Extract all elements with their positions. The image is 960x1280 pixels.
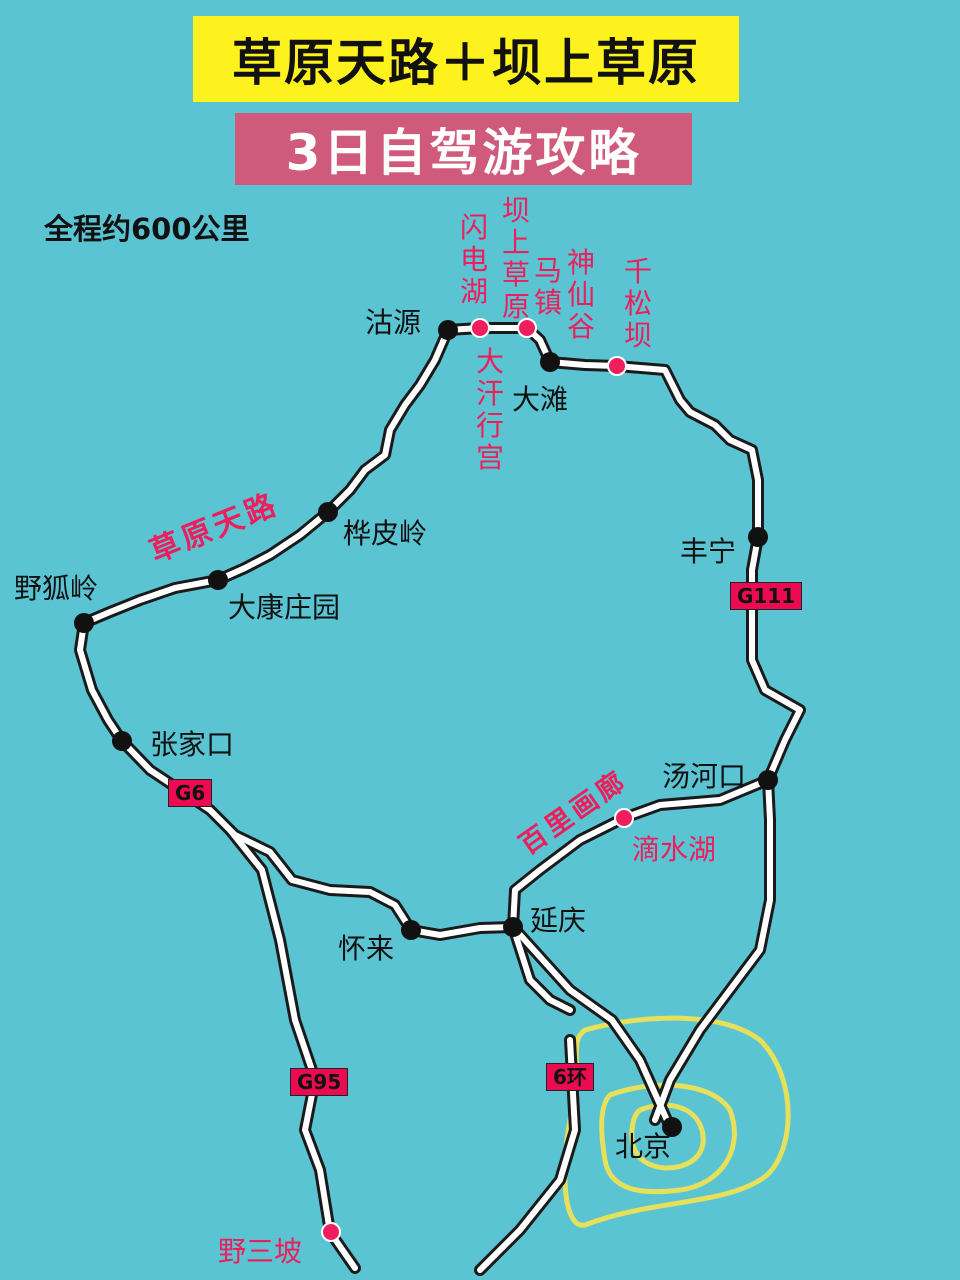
badge-ring6: 6环 xyxy=(546,1063,594,1091)
badge-g95: G95 xyxy=(290,1068,349,1096)
dot-fengning xyxy=(748,527,768,547)
roads-fill xyxy=(77,325,803,1273)
dot-yesanpo xyxy=(321,1222,341,1242)
label-beijing: 北京 xyxy=(615,1130,672,1163)
dot-yehuling xyxy=(74,613,94,633)
label-yehuling: 野狐岭 xyxy=(14,572,99,605)
label-fengning: 丰宁 xyxy=(680,535,737,568)
label-dakang: 大康庄园 xyxy=(228,591,341,624)
label-huailai: 怀来 xyxy=(338,932,395,965)
label-dahan: 大汗行宫 xyxy=(475,345,504,474)
distance-note: 全程约600公里 xyxy=(44,212,250,246)
dot-datan xyxy=(540,352,560,372)
label-yanqing: 延庆 xyxy=(530,904,587,937)
dot-dishui-lake xyxy=(614,808,634,828)
label-guyuan: 沽源 xyxy=(365,306,422,339)
dot-bashang xyxy=(517,318,537,338)
label-yesanpo: 野三坡 xyxy=(218,1235,303,1268)
dot-guyuan xyxy=(438,320,458,340)
label-shandian-lake: 闪电湖 xyxy=(459,211,488,308)
title-main: 草原天路＋坝上草原 xyxy=(193,16,739,102)
dot-huapiling xyxy=(318,502,338,522)
dot-zhangjiakou xyxy=(112,731,132,751)
dot-shandian-lake xyxy=(470,318,490,338)
badge-g6: G6 xyxy=(168,779,213,807)
badge-g111: G111 xyxy=(730,582,803,610)
label-huapiling: 桦皮岭 xyxy=(343,517,428,550)
label-tanghekou: 汤河口 xyxy=(662,760,747,793)
label-bashang: 坝上草原 xyxy=(501,194,530,323)
city-markers xyxy=(74,320,778,1137)
dot-huailai xyxy=(401,920,421,940)
label-shenxiangu: 神仙谷 xyxy=(566,246,595,343)
dot-yanqing xyxy=(503,917,523,937)
label-qiansongba: 千松坝 xyxy=(623,255,652,352)
label-mazhen: 马镇 xyxy=(533,254,562,319)
scenic-markers xyxy=(321,318,634,1242)
dot-qiansongba xyxy=(607,356,627,376)
dot-tanghekou xyxy=(758,770,778,790)
title-sub: 3日自驾游攻略 xyxy=(235,113,692,185)
label-dishui-lake: 滴水湖 xyxy=(632,833,717,866)
label-datan: 大滩 xyxy=(512,383,569,416)
dot-beijing xyxy=(662,1117,682,1137)
dot-dakang xyxy=(208,570,228,590)
label-zhangjiakou: 张家口 xyxy=(150,728,235,761)
